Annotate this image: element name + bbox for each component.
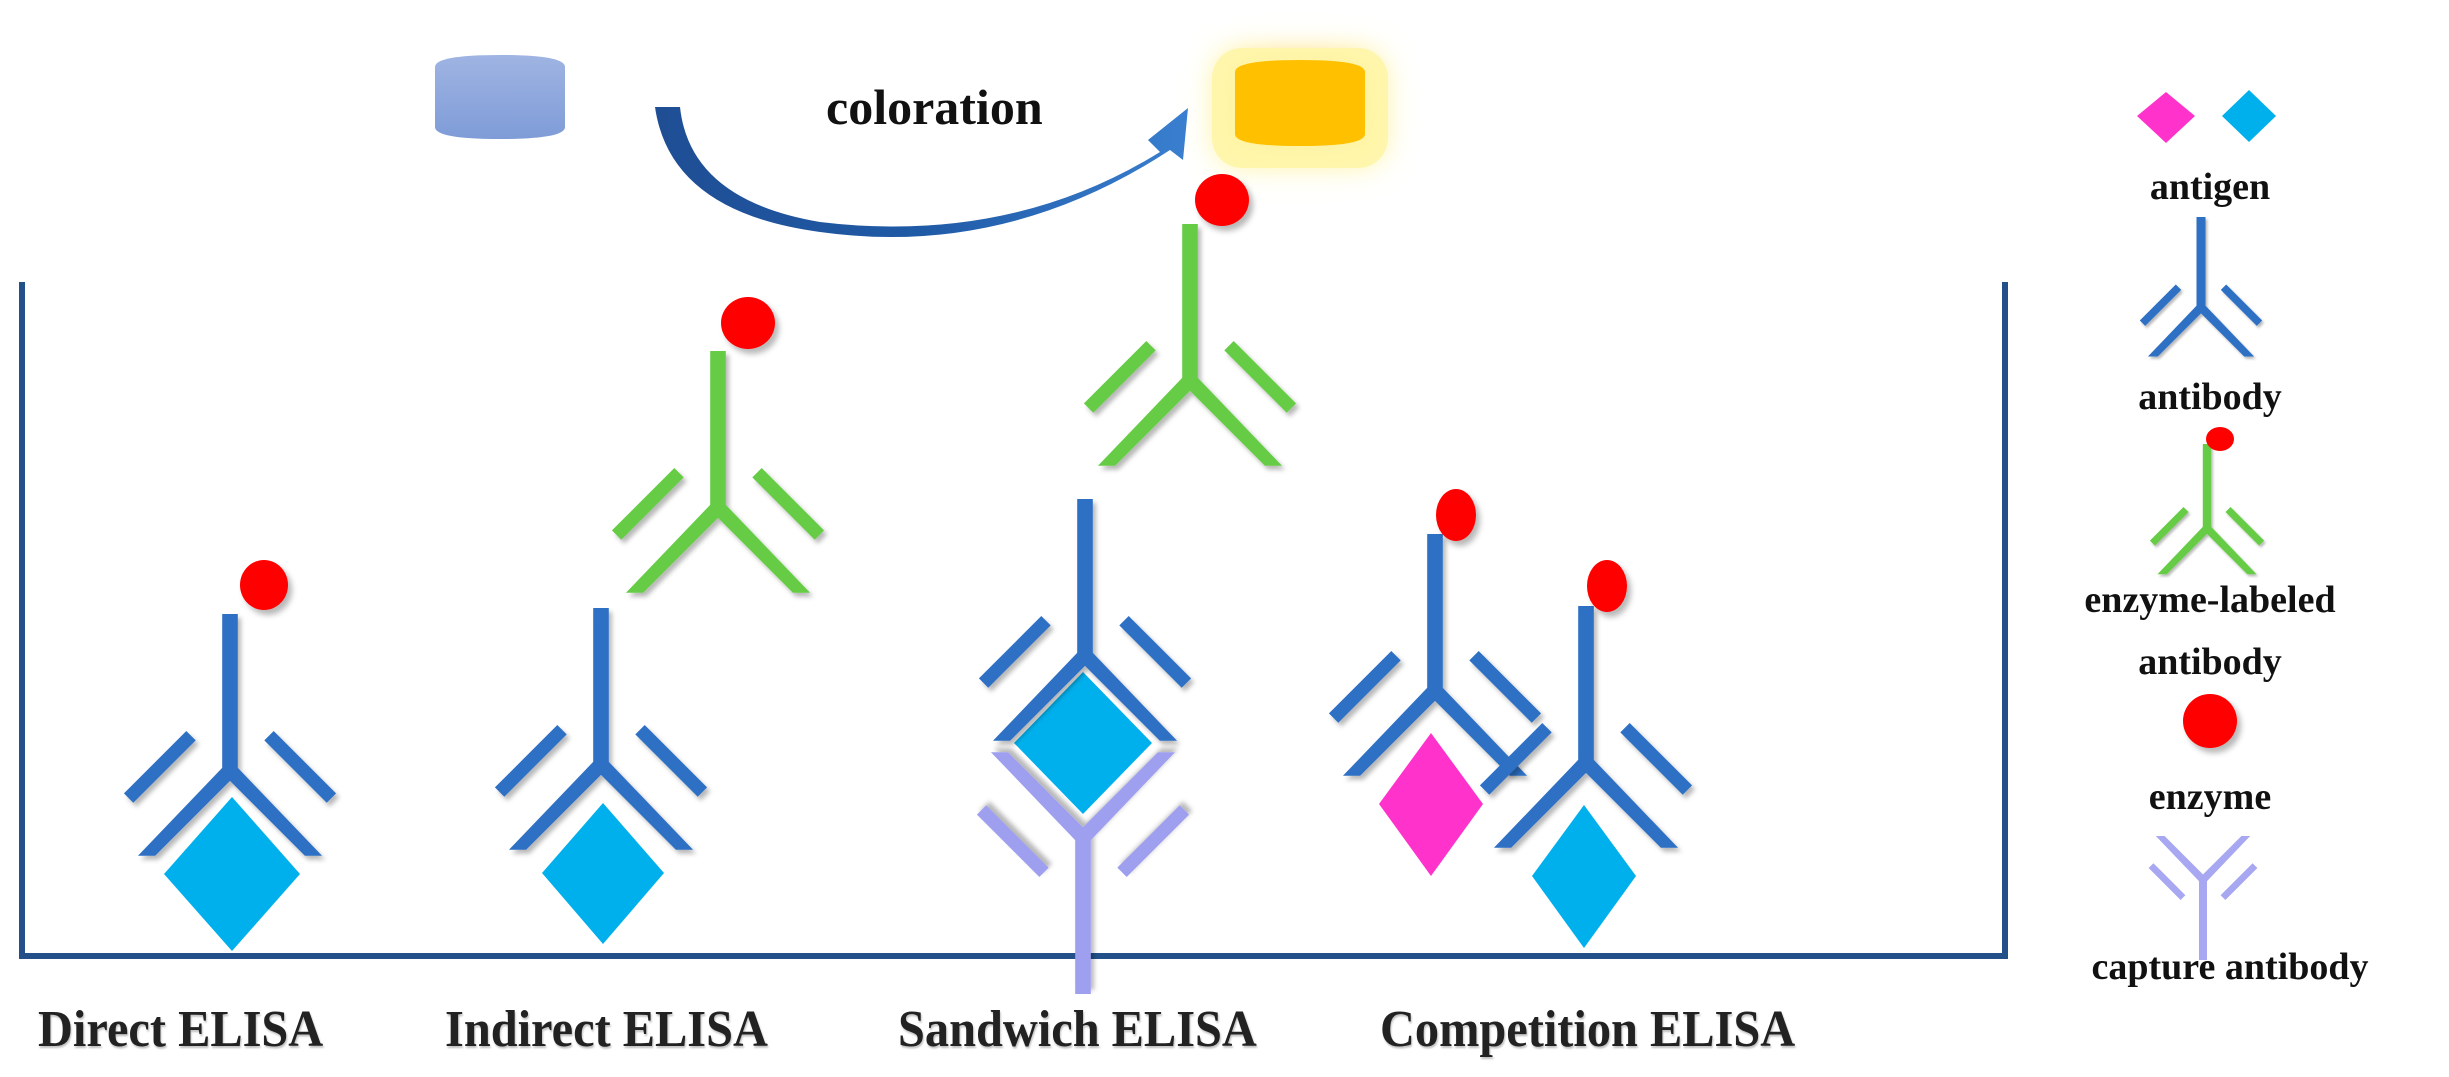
method-label-direct: Direct ELISA — [38, 1001, 324, 1058]
legend-label-antibody: antibody — [2138, 376, 2282, 418]
enzyme-labeled-antibody — [611, 351, 825, 593]
competition-elisa-assay — [1328, 489, 1693, 948]
legend-label-antigen: antigen — [2149, 166, 2271, 208]
method-label-indirect: Indirect ELISA — [445, 1001, 768, 1058]
antigen-cyan — [164, 797, 300, 951]
legend-label-enzyme-labeled-antibody-line1: enzyme-labeled — [2084, 579, 2336, 621]
indirect-elisa-assay — [494, 297, 825, 944]
antigen-cyan — [1532, 805, 1636, 948]
legend-label-enzyme: enzyme — [2148, 776, 2272, 818]
legend-enzyme-labeled-antibody-icon — [2149, 444, 2265, 575]
coloration-arrow — [655, 107, 1188, 238]
substrate-before — [435, 55, 565, 139]
antigen-magenta — [1379, 733, 1483, 876]
legend-label-capture-antibody: capture antibody — [2091, 946, 2369, 988]
antigen-cyan — [1014, 672, 1152, 814]
direct-elisa-assay — [123, 560, 337, 951]
enzyme — [1436, 489, 1476, 541]
substrate-after-cylinder — [1235, 60, 1365, 146]
legend-enzyme-on-antibody-icon — [2206, 427, 2234, 451]
substrate-after — [1212, 48, 1388, 168]
well-frame — [19, 282, 2008, 959]
legend-enzyme-icon — [2183, 694, 2237, 748]
legend-antigen-magenta-icon — [2137, 92, 2195, 143]
legend-icons — [2137, 90, 2276, 960]
legend-label-enzyme-labeled-antibody-line2: antibody — [2138, 641, 2282, 683]
legend-antigen-cyan-icon — [2222, 90, 2276, 142]
method-label-competition: Competition ELISA — [1380, 1001, 1796, 1058]
method-label-sandwich: Sandwich ELISA — [898, 1001, 1257, 1058]
legend-capture-antibody-icon — [2148, 836, 2258, 960]
antigen-cyan — [542, 803, 664, 944]
enzyme — [240, 560, 288, 610]
enzyme-labeled-antibody — [1083, 224, 1297, 466]
sandwich-elisa-assay — [976, 174, 1297, 994]
curved-arrow-icon — [655, 107, 1188, 238]
coloration-label: coloration — [826, 79, 1043, 135]
legend-antibody-icon — [2139, 217, 2263, 357]
enzyme — [721, 297, 775, 349]
enzyme — [1195, 174, 1249, 226]
enzyme — [1587, 560, 1627, 612]
substrate-before-cylinder — [435, 55, 565, 139]
